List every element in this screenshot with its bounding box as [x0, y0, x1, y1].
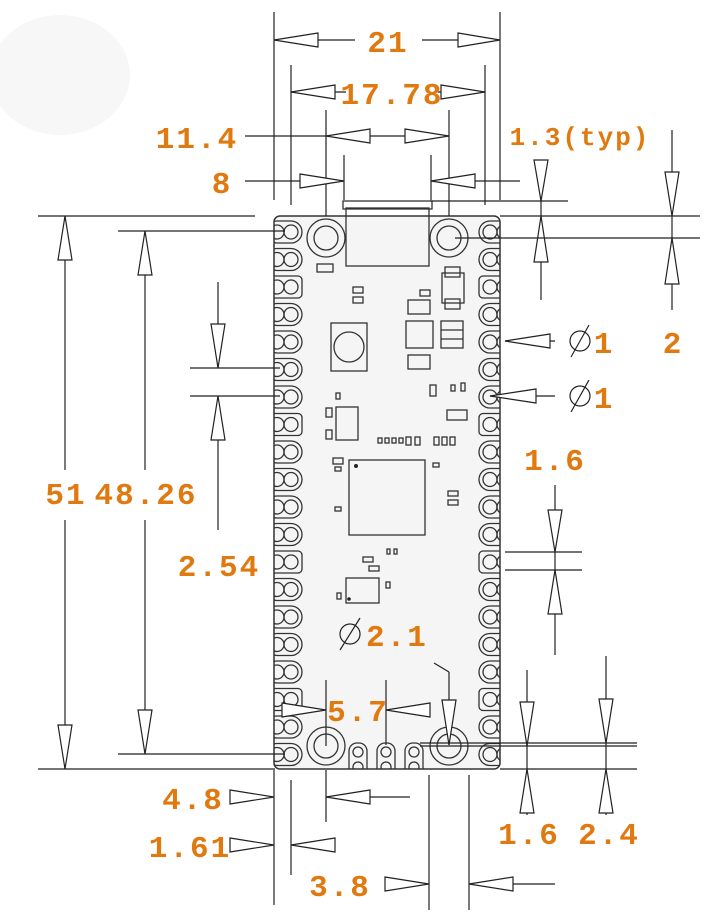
board-outline	[273, 215, 501, 770]
pin-pad	[478, 330, 500, 354]
dim-hole-offset-left: 4.8	[162, 784, 224, 819]
pin-pad	[274, 660, 303, 684]
pin-pad	[274, 577, 303, 602]
debug-pad	[404, 742, 424, 769]
diameter-icon	[569, 324, 591, 358]
debug-pad	[348, 742, 368, 769]
pin-pad	[478, 275, 500, 299]
pin-pad	[478, 412, 500, 437]
pin-pad	[478, 687, 500, 712]
pin-pad	[478, 247, 500, 272]
bootsel-button	[330, 322, 368, 372]
pin-pad	[274, 605, 303, 629]
dim-hole-offset-bottom-2: 2.4	[578, 819, 640, 854]
pin-pad	[274, 550, 303, 574]
pin-pad	[478, 220, 500, 244]
dim-usb-width: 8	[212, 168, 233, 203]
pin-pad	[478, 715, 500, 739]
dim-pin-offset-left: 1.61	[149, 832, 231, 867]
mounting-hole	[306, 218, 346, 258]
pin-pad	[478, 577, 500, 602]
dimension-lines	[38, 12, 700, 910]
pin-pad	[274, 495, 303, 519]
dim-pad-gap: 1.6	[524, 445, 586, 480]
dim-mount-hole-spacing: 11.4	[156, 123, 238, 158]
dim-mount-hole-dia: 2.1	[366, 621, 428, 656]
pin-pad	[478, 522, 500, 547]
pin-pad	[274, 467, 303, 492]
dim-pin-hole-dia-2: 1	[594, 383, 615, 418]
dim-board-length: 51	[45, 479, 86, 514]
pin-pad	[274, 522, 303, 547]
dim-hole-offset-top: 2	[663, 328, 684, 363]
dim-pin-pitch: 2.54	[178, 551, 260, 586]
usb-connector	[345, 207, 430, 267]
dim-debug-pad-width: 3.8	[309, 871, 371, 906]
pin-pad	[274, 275, 303, 299]
background-smudge	[0, 15, 130, 135]
pin-pad	[274, 220, 303, 244]
dim-hole-offset-bottom-1: 1.6	[498, 819, 560, 854]
pin-pad	[274, 412, 303, 437]
pin-pad	[478, 632, 500, 657]
pin-pad	[478, 357, 500, 382]
pin-pad	[274, 247, 303, 272]
dim-pin-span: 48.26	[94, 479, 197, 514]
pin-pad	[478, 660, 500, 684]
dim-usb-overhang: 1.3(typ)	[510, 123, 651, 153]
pin-pad	[478, 440, 500, 464]
dim-board-width: 21	[367, 27, 408, 62]
pin-pad	[478, 605, 500, 629]
pin-header-pads	[274, 220, 500, 769]
pin-pad	[478, 302, 500, 327]
pin-pad	[274, 357, 303, 382]
usb-connector-flange	[342, 200, 433, 210]
dim-pin-row-spacing: 17.78	[340, 79, 443, 114]
pin-pad	[478, 550, 500, 574]
pin-pad	[274, 632, 303, 657]
dim-pin-hole-dia-1: 1	[594, 328, 615, 363]
crystal	[345, 577, 380, 604]
pin-pad	[274, 385, 303, 409]
diameter-icon	[339, 617, 361, 651]
pin-pad	[274, 302, 303, 327]
pin-pad	[274, 440, 303, 464]
dim-debug-spacing: 5.7	[327, 696, 389, 731]
rp2040-chip	[348, 459, 426, 536]
pin-pad	[478, 495, 500, 519]
pin-pad	[274, 330, 303, 354]
diameter-icon	[569, 379, 591, 413]
pin-pad	[478, 467, 500, 492]
